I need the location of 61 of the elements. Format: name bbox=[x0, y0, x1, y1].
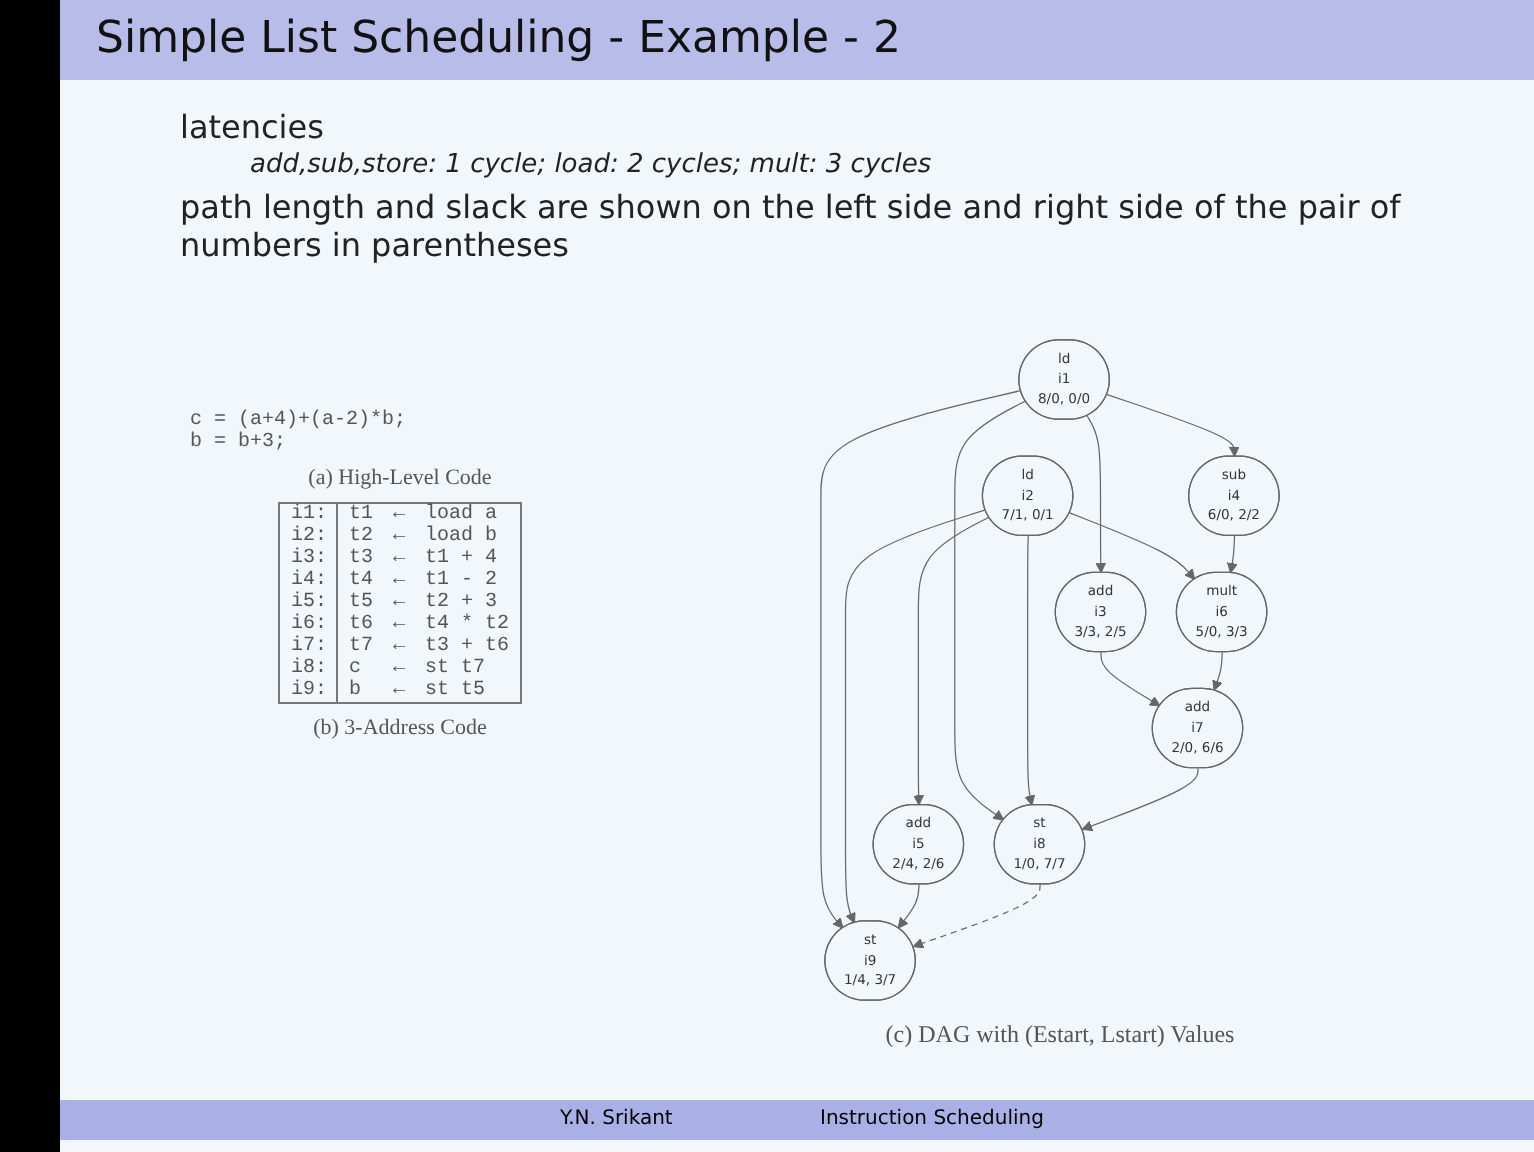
arrow bbox=[1024, 535, 1036, 806]
table-cell: t6 bbox=[337, 614, 383, 636]
table-cell: ← bbox=[383, 680, 416, 703]
slide-title: Simple List Scheduling - Example - 2 bbox=[60, 0, 1534, 80]
footer-author: Y.N. Srikant bbox=[560, 1106, 673, 1134]
arrow bbox=[1081, 767, 1199, 832]
table-cell-text: ← bbox=[391, 636, 408, 658]
table-cell: t7 bbox=[337, 636, 383, 658]
footer-topic: Instruction Scheduling bbox=[820, 1106, 1044, 1134]
table-cell: i6: bbox=[279, 614, 338, 636]
table-cell: i2: bbox=[279, 526, 338, 548]
arrow bbox=[1086, 415, 1107, 574]
table-cell: st t7 bbox=[415, 658, 521, 680]
table-cell: ← bbox=[383, 503, 416, 526]
figure-caption: (b) 3-Address Code bbox=[311, 716, 489, 740]
table-cell-text: ← bbox=[391, 614, 408, 636]
arrow bbox=[912, 883, 1041, 949]
arrow bbox=[1106, 394, 1240, 458]
figure-caption: (c) DAG with (Estart, Lstart) Values bbox=[883, 1020, 1237, 1050]
table-cell: i4: bbox=[279, 570, 338, 592]
table-cell-text: ← bbox=[391, 592, 408, 614]
table-cell-text: ← bbox=[391, 570, 408, 592]
table-cell: load b bbox=[415, 526, 521, 548]
arrow bbox=[1226, 535, 1238, 574]
table-cell: i7: bbox=[279, 636, 338, 658]
table-cell: t2 bbox=[337, 526, 383, 548]
table-cell-text: ← bbox=[391, 526, 408, 548]
table-cell-text: ← bbox=[391, 548, 408, 570]
table-cell: b bbox=[337, 680, 383, 703]
arrow bbox=[1212, 651, 1223, 691]
code-line: b = b+3; bbox=[190, 432, 289, 454]
arrow bbox=[913, 516, 990, 806]
table-cell: t1 + 4 bbox=[415, 548, 521, 570]
table-cell: i5: bbox=[279, 592, 338, 614]
sub-bullet-text: add,sub,store: 1 cycle; load: 2 cycles; mult: 3 cycles bbox=[250, 150, 934, 180]
table-cell-text: ← bbox=[391, 658, 408, 680]
arrow bbox=[1100, 651, 1161, 707]
table-cell: i3: bbox=[279, 548, 338, 570]
arrow bbox=[954, 400, 1027, 821]
table-cell: t3 bbox=[337, 548, 383, 570]
table-cell: i1: bbox=[279, 503, 338, 526]
bullet-text: latencies bbox=[180, 108, 326, 146]
table-cell: t1 bbox=[337, 503, 383, 526]
bullet-text: path length and slack are shown on the left side and right side of the pair of numbers in parentheses bbox=[180, 188, 1403, 264]
table-cell: t4 bbox=[337, 570, 383, 592]
table-cell: t5 bbox=[337, 592, 383, 614]
table-cell: st t5 bbox=[415, 680, 521, 703]
figure-caption: (a) High-Level Code bbox=[306, 466, 494, 490]
arrow bbox=[897, 883, 920, 929]
arrow bbox=[820, 389, 1022, 929]
arrow bbox=[1069, 512, 1196, 580]
arrow bbox=[844, 509, 987, 924]
table-cell: c bbox=[337, 658, 383, 680]
table-cell: i9: bbox=[279, 680, 338, 703]
table-cell: i8: bbox=[279, 658, 338, 680]
table-cell: t4 * t2 bbox=[415, 614, 521, 636]
table-cell: load a bbox=[415, 503, 521, 526]
code-line: c = (a+4)+(a-2)*b; bbox=[190, 410, 409, 432]
table-cell: t1 - 2 bbox=[415, 570, 521, 592]
table-cell: t3 + t6 bbox=[415, 636, 521, 658]
table-cell: t2 + 3 bbox=[415, 592, 521, 614]
